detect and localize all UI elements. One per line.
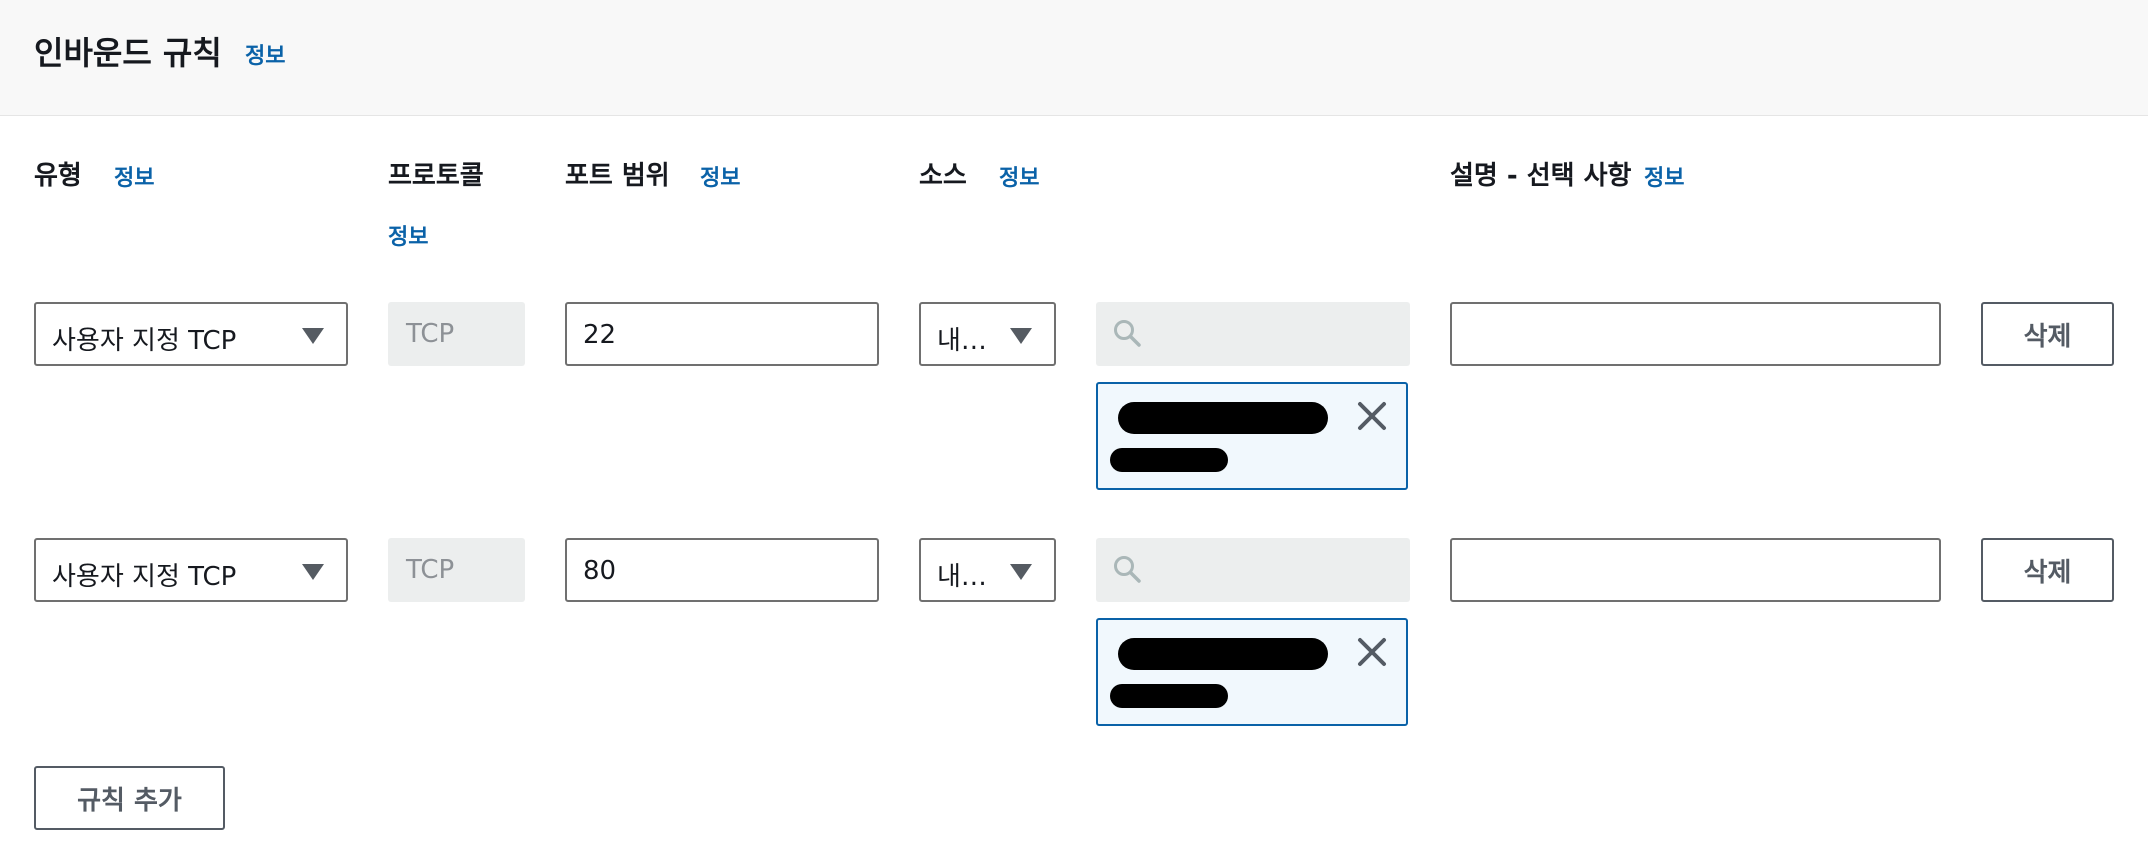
rule-type-select[interactable]: 사용자 지정 TCP <box>34 538 348 602</box>
close-icon[interactable] <box>1354 398 1390 434</box>
rule-type-value: 사용자 지정 TCP <box>52 562 237 592</box>
column-label-description: 설명 - 선택 사항 <box>1450 161 1632 191</box>
port-range-input[interactable]: 80 <box>565 538 879 602</box>
search-icon <box>1114 320 1141 347</box>
description-info-link[interactable]: 정보 <box>1644 166 1685 191</box>
description-input[interactable] <box>1450 538 1941 602</box>
redacted-text <box>1110 448 1228 472</box>
port-range-value: 80 <box>583 556 617 586</box>
source-type-select[interactable]: 내… <box>919 302 1056 366</box>
add-rule-button[interactable]: 규칙 추가 <box>34 766 225 830</box>
caret-down-icon <box>1010 328 1032 344</box>
redacted-text <box>1118 402 1328 434</box>
redacted-text <box>1110 684 1228 708</box>
caret-down-icon <box>302 564 324 580</box>
description-input[interactable] <box>1450 302 1941 366</box>
protocol-value: TCP <box>406 319 455 349</box>
port-range-value: 22 <box>583 320 617 350</box>
delete-rule-button[interactable]: 삭제 <box>1981 538 2114 602</box>
protocol-field: TCP <box>388 302 525 366</box>
caret-down-icon <box>1010 564 1032 580</box>
source-search-input[interactable] <box>1096 302 1410 366</box>
rule-type-select[interactable]: 사용자 지정 TCP <box>34 302 348 366</box>
source-type-value: 내… <box>937 326 987 356</box>
source-token <box>1096 618 1408 726</box>
column-label-source: 소스 <box>919 161 967 191</box>
source-search-input[interactable] <box>1096 538 1410 602</box>
close-icon[interactable] <box>1354 634 1390 670</box>
section-header: 인바운드 규칙 정보 <box>0 0 2148 116</box>
delete-rule-button[interactable]: 삭제 <box>1981 302 2114 366</box>
column-label-protocol: 프로토콜 <box>388 161 484 191</box>
page-title: 인바운드 규칙 <box>34 34 222 72</box>
protocol-value: TCP <box>406 555 455 585</box>
source-info-link[interactable]: 정보 <box>999 166 1040 191</box>
type-info-link[interactable]: 정보 <box>114 166 155 191</box>
redacted-text <box>1118 638 1328 670</box>
source-token <box>1096 382 1408 490</box>
protocol-info-link[interactable]: 정보 <box>388 225 429 250</box>
header-info-link[interactable]: 정보 <box>245 44 286 69</box>
source-type-select[interactable]: 내… <box>919 538 1056 602</box>
search-icon <box>1114 556 1141 583</box>
port-range-info-link[interactable]: 정보 <box>700 166 741 191</box>
source-type-value: 내… <box>937 562 987 592</box>
port-range-input[interactable]: 22 <box>565 302 879 366</box>
column-label-type: 유형 <box>34 161 82 191</box>
caret-down-icon <box>302 328 324 344</box>
rule-type-value: 사용자 지정 TCP <box>52 326 237 356</box>
column-label-port-range: 포트 범위 <box>565 161 670 191</box>
protocol-field: TCP <box>388 538 525 602</box>
